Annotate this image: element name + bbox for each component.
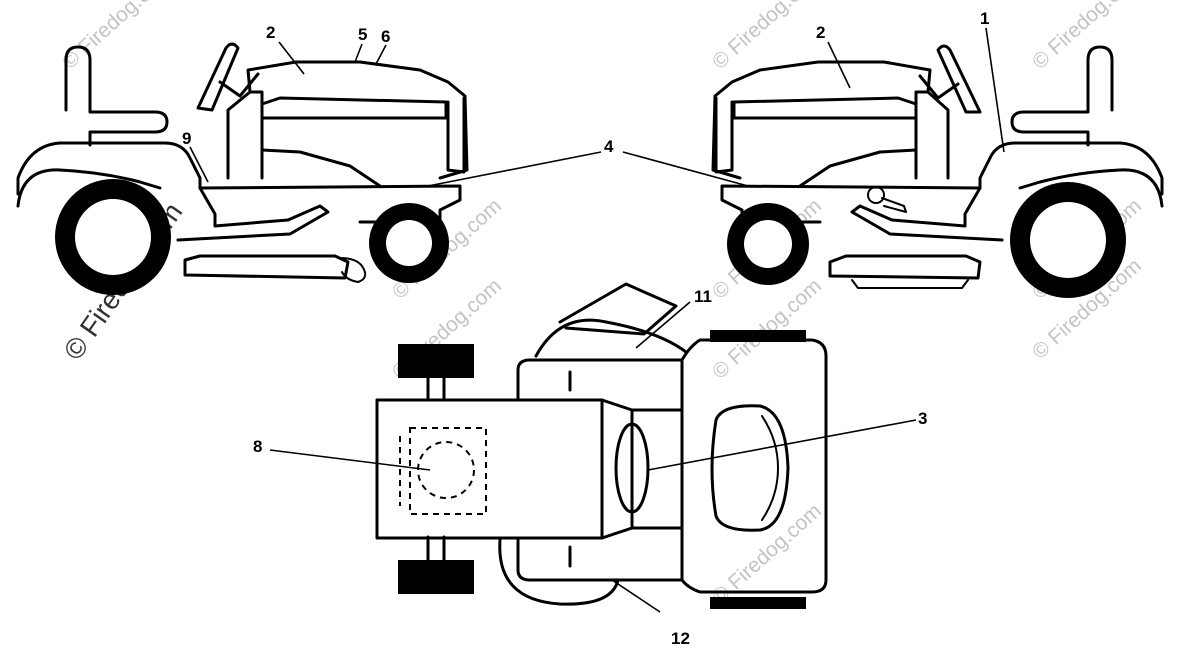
- leader-2b: [827, 41, 851, 89]
- console: [226, 90, 264, 180]
- rear-fender: [16, 141, 202, 196]
- leader-11: [635, 301, 691, 349]
- deck-lobe-bottom: [498, 538, 620, 606]
- callout-11: 11: [694, 287, 712, 306]
- mower-deck: [828, 254, 982, 280]
- steering-column: [218, 72, 260, 98]
- rear-wheel-hub: [75, 199, 151, 275]
- leader-12: [611, 579, 661, 613]
- callout-2-right: 2: [816, 23, 825, 42]
- hood-side: [798, 148, 918, 188]
- rear-fender: [978, 141, 1164, 196]
- tractor-top-view: [269, 282, 917, 613]
- front-wheel-hub: [744, 220, 792, 268]
- callouts: 2 5 6 9 4 2 1 11 3 8 12: [182, 9, 989, 648]
- callout-8: 8: [253, 437, 262, 456]
- leader-3: [647, 419, 917, 471]
- callout-6: 6: [381, 27, 390, 46]
- chassis: [516, 338, 828, 594]
- tractor-left-side-view: [16, 41, 602, 295]
- leader-9: [189, 146, 209, 183]
- callout-4: 4: [604, 137, 614, 156]
- callout-3: 3: [918, 409, 927, 428]
- front-wheel-hub: [386, 220, 432, 266]
- grille: [446, 96, 466, 174]
- tractor-right-side-view: [622, 27, 1164, 298]
- grille: [714, 96, 734, 174]
- leader-4b: [622, 151, 749, 187]
- rear-fender-arch: [1018, 168, 1164, 208]
- steering-wheel: [196, 42, 240, 112]
- callout-12: 12: [671, 629, 690, 648]
- seat-top: [710, 404, 790, 532]
- hood: [711, 60, 932, 180]
- mower-deck: [183, 254, 350, 280]
- hood: [246, 60, 469, 180]
- steering-wheel: [936, 44, 982, 114]
- watermark: © Firedog.com: [58, 0, 176, 74]
- deck-skirt: [851, 279, 969, 289]
- hood-taper: [600, 398, 634, 540]
- discharge-chute: [339, 257, 367, 283]
- seat-back: [761, 415, 779, 521]
- steering-wheel-top: [614, 422, 650, 514]
- leader-2a: [278, 41, 305, 75]
- rear-wheel-hub: [1030, 202, 1106, 278]
- leader-4a: [427, 151, 602, 187]
- frame-lower: [850, 186, 1004, 242]
- seat: [1010, 45, 1114, 147]
- deck-lever: [881, 197, 907, 213]
- leader-1: [985, 27, 1005, 153]
- leader-5: [354, 43, 363, 63]
- front-wheel-bottom: [398, 560, 474, 594]
- engine-outline: [409, 427, 487, 515]
- hood-top: [375, 398, 604, 540]
- console: [914, 90, 950, 180]
- front-wheel-top: [398, 344, 474, 378]
- hood-side: [260, 148, 382, 188]
- frame-lower: [176, 186, 330, 242]
- hood-panel-top: [260, 96, 448, 120]
- leader-6: [375, 44, 387, 65]
- seat: [64, 45, 169, 147]
- callout-9: 9: [182, 129, 191, 148]
- deck-lobe-top: [534, 318, 688, 358]
- rear-fender-arch: [16, 168, 162, 208]
- discharge-chute: [558, 282, 678, 336]
- hood-panel-top: [732, 96, 918, 120]
- callout-2-left: 2: [266, 23, 275, 42]
- steering-column: [918, 74, 960, 100]
- engine-cylinder: [417, 441, 475, 499]
- leader-8: [269, 449, 431, 471]
- rear-wheel-bottom: [710, 597, 806, 609]
- callout-1: 1: [980, 9, 989, 28]
- callout-5: 5: [358, 25, 367, 44]
- deck-lever-knob: [867, 186, 885, 204]
